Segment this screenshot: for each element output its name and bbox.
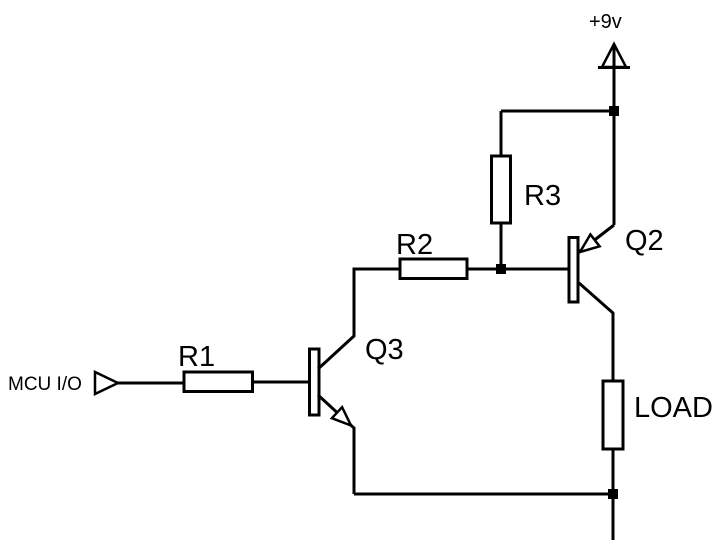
power-supply: +9v [501, 11, 630, 225]
resistor-r1: R1 [178, 341, 310, 393]
resistor-r2: R2 [396, 229, 569, 280]
resistor-symbol-r2 [398, 257, 469, 280]
input-label: MCU I/O [8, 374, 82, 395]
wire-q3-emitter [316, 393, 356, 494]
load-resistor-symbol [601, 379, 625, 451]
load: LOAD [601, 379, 713, 540]
q3-label: Q3 [365, 334, 404, 366]
q2-label: Q2 [625, 225, 664, 257]
resistor-r3: R3 [490, 111, 561, 274]
wire-q2-collector [578, 281, 615, 381]
resistor-symbol-r3 [490, 154, 512, 225]
junction-dot [609, 106, 619, 116]
r1-label: R1 [178, 341, 215, 373]
transistor-q2: Q2 [567, 223, 664, 381]
r3-label: R3 [524, 180, 561, 212]
r2-label: R2 [396, 229, 433, 261]
npn-transistor-symbol [308, 347, 321, 417]
q3-emitter-arrow-icon [329, 405, 354, 428]
load-label: LOAD [634, 392, 713, 424]
input-buffer-icon [93, 370, 121, 396]
supply-label: +9v [589, 11, 622, 33]
transistor-q3: Q3 [308, 267, 404, 494]
pnp-transistor-symbol [567, 236, 580, 304]
q2-emitter-arrow-icon [577, 232, 602, 255]
mcu-input: MCU I/O [8, 370, 184, 396]
wire-q3-collector [316, 267, 400, 371]
resistor-symbol-r1 [182, 370, 254, 393]
